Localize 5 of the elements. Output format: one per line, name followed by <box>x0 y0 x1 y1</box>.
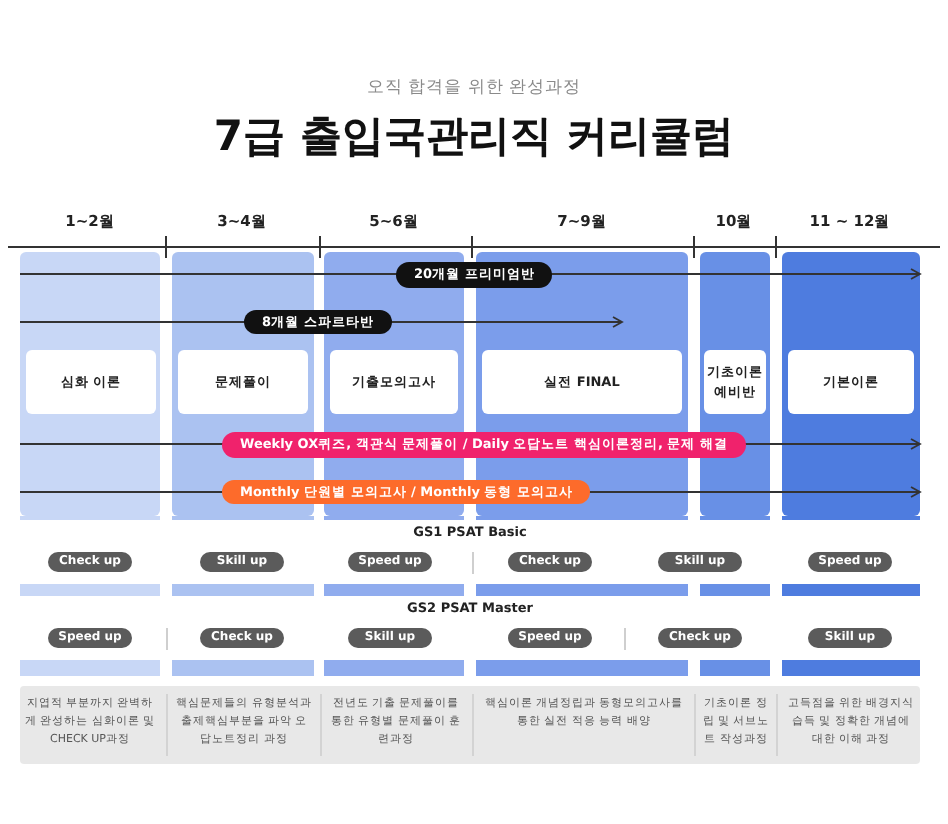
month-column <box>700 252 770 516</box>
page-title: 7급 출입국관리직 커리큘럼 <box>213 110 735 164</box>
month-column <box>20 252 160 516</box>
subtitle: 오직 합격을 위한 완성과정 <box>366 76 582 100</box>
month-column <box>782 252 920 516</box>
